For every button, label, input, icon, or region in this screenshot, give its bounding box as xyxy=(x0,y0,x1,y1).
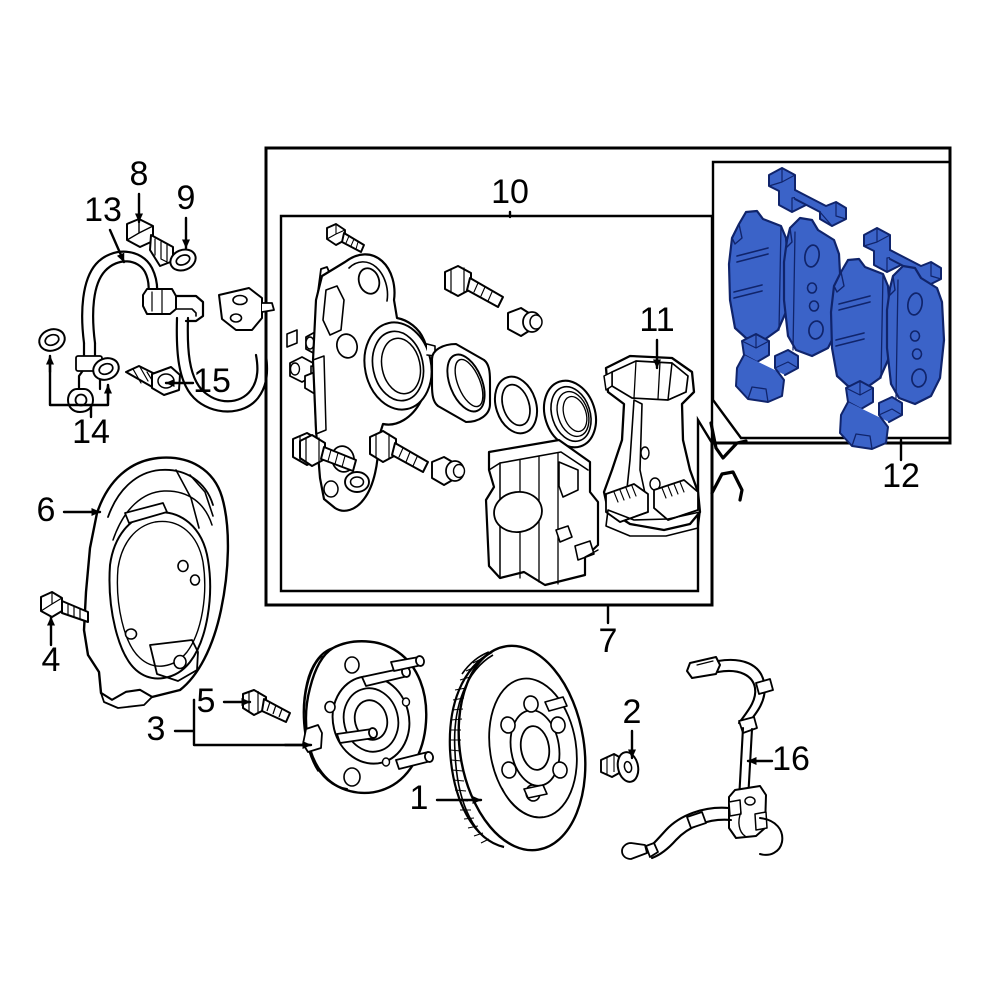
part-pad-hardware-clip-top-left xyxy=(768,167,847,227)
part-brake-pad-3 xyxy=(829,257,893,390)
part-piston-seal xyxy=(493,375,539,435)
callout-label-1: 1 xyxy=(410,779,429,817)
part-dust-cap xyxy=(507,307,543,337)
callout-label-9: 9 xyxy=(177,179,196,217)
part-caliper-washer xyxy=(344,471,370,493)
part-caliper-bolt-e xyxy=(295,434,357,472)
part-dust-boot xyxy=(542,379,598,449)
group-caliper-repair-kit-contents xyxy=(286,223,600,587)
part-brake-pad-1 xyxy=(727,209,791,342)
part-sealing-washers-14 xyxy=(38,328,120,381)
part-steering-knuckle xyxy=(311,253,436,512)
leader-14 xyxy=(48,356,110,419)
part-banjo-bolt-8 xyxy=(126,218,174,267)
part-brake-pad-2 xyxy=(782,216,843,358)
callout-label-4: 4 xyxy=(42,641,61,679)
callout-label-7: 7 xyxy=(599,622,618,660)
part-brake-pad-4 xyxy=(885,264,946,406)
callout-label-13: 13 xyxy=(84,191,122,229)
callout-label-10: 10 xyxy=(491,173,529,211)
part-caliper-guide-bolt-d xyxy=(444,265,504,308)
part-pad-hardware-clip-lower-right xyxy=(839,380,903,450)
callout-label-14: 14 xyxy=(72,413,110,451)
part-pad-retaining-clips xyxy=(709,421,748,502)
part-rotor-screw-2 xyxy=(600,751,640,783)
part-caliper-bracket-11 xyxy=(602,354,702,537)
part-caliper-dust-cap-2 xyxy=(431,456,466,486)
part-splash-shield-6 xyxy=(82,456,230,709)
group-brake-pad-set-12 xyxy=(727,167,946,450)
part-caliper-piston xyxy=(430,342,492,424)
callout-label-11: 11 xyxy=(639,301,674,339)
part-wheel-hub-3 xyxy=(302,640,434,795)
callout-labels: 1 2 3 4 5 6 7 8 9 10 11 12 13 14 15 16 xyxy=(37,155,920,817)
callout-label-2: 2 xyxy=(623,693,642,731)
callout-label-6: 6 xyxy=(37,491,56,529)
leader-13 xyxy=(108,228,126,264)
part-splash-shield-bolt-4 xyxy=(40,591,89,623)
callout-label-8: 8 xyxy=(130,155,149,193)
callout-label-5: 5 xyxy=(197,682,216,720)
callout-label-12: 12 xyxy=(882,457,920,495)
callout-leaders xyxy=(46,192,903,804)
part-caliper-housing xyxy=(484,438,600,587)
part-caliper-bolt-a xyxy=(326,223,365,253)
part-brake-rotor-1 xyxy=(448,644,587,852)
callout-label-15: 15 xyxy=(193,362,231,400)
part-pad-hardware-clip-lower-left xyxy=(735,333,799,403)
callout-label-3: 3 xyxy=(147,710,166,748)
part-wheel-stud-5 xyxy=(242,689,291,723)
part-caliper-bolt-f xyxy=(369,430,429,473)
part-brake-hose-group xyxy=(38,218,275,413)
part-sealing-washer-9 xyxy=(169,248,197,272)
callout-label-16: 16 xyxy=(772,740,810,778)
part-abs-sensor-16 xyxy=(621,656,784,860)
